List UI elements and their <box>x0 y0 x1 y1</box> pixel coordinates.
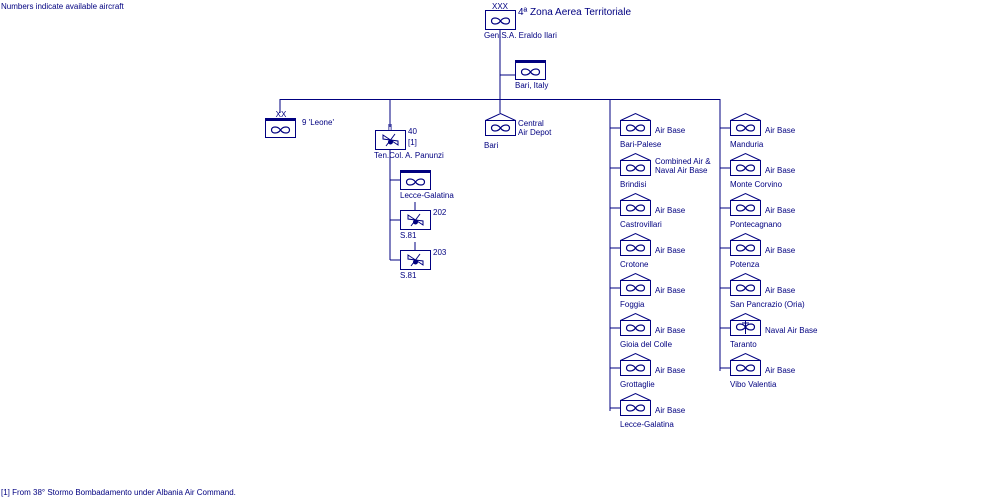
aircraft-count-note: Numbers indicate available aircraft <box>1 2 124 11</box>
wing-symbol-icon <box>520 68 541 76</box>
left-base-place: Lecce-Galatina <box>620 420 674 429</box>
depot-place: Bari <box>484 141 499 150</box>
base-roof <box>620 192 651 201</box>
airbase-icon <box>625 364 646 372</box>
bomber-dot-icon <box>388 139 393 145</box>
airbase-icon <box>625 324 646 332</box>
leone-symbol <box>265 118 296 138</box>
left-base-place: Castrovillari <box>620 220 662 229</box>
right-base-type: Naval Air Base <box>765 326 818 335</box>
right-base-type: Air Base <box>765 366 796 375</box>
airbase-icon <box>625 404 646 412</box>
right-base-type: Air Base <box>765 246 796 255</box>
left-base-type: Air Base <box>655 126 686 135</box>
left-base-type: Naval Air Base <box>655 166 708 175</box>
box-top-bar <box>265 118 296 121</box>
airbase-icon <box>735 164 756 172</box>
left-base-type: Air Base <box>655 286 686 295</box>
right-base-place: Taranto <box>730 340 757 349</box>
bomber-dot-icon <box>413 259 418 265</box>
base-roof <box>730 112 761 121</box>
right-base-place: Potenza <box>730 260 760 269</box>
left-base-type: Combined Air & <box>655 157 711 166</box>
bomber-dot-icon <box>413 219 418 225</box>
right-base-place: Monte Corvino <box>730 180 783 189</box>
depot-line2: Air Depot <box>518 128 552 137</box>
left-base-place: Foggia <box>620 300 645 309</box>
right-base-place: Pontecagnano <box>730 220 782 229</box>
left-base-place: Brindisi <box>620 180 647 189</box>
box-top-bar <box>400 170 431 173</box>
airbase-icon <box>735 284 756 292</box>
airbase-icon <box>625 124 646 132</box>
footnote: [1] From 38° Stormo Bombadamento under A… <box>1 488 236 497</box>
base-roof <box>620 312 651 321</box>
base-roof <box>620 232 651 241</box>
wing40-commander: Ten.Col. A. Panunzi <box>374 151 444 160</box>
leone-echelon-mark: XX <box>276 110 287 119</box>
base-roof <box>620 272 651 281</box>
left-base-type: Air Base <box>655 206 686 215</box>
wing40-base-symbol <box>400 170 431 190</box>
propeller-icon <box>407 214 424 226</box>
wing-symbol-icon <box>490 17 511 25</box>
left-base-type: Air Base <box>655 246 686 255</box>
airbase-icon <box>625 204 646 212</box>
airbase-icon <box>490 124 511 132</box>
base-roof <box>485 112 516 121</box>
wing40-base-label: Lecce-Galatina <box>400 191 454 200</box>
right-base-type: Air Base <box>765 206 796 215</box>
base-roof <box>620 112 651 121</box>
airbase-icon <box>625 164 646 172</box>
right-base-place: Manduria <box>730 140 764 149</box>
base-roof <box>620 152 651 161</box>
base-roof <box>620 352 651 361</box>
base-roof <box>730 152 761 161</box>
left-base-place: Crotone <box>620 260 649 269</box>
airbase-icon <box>735 124 756 132</box>
left-base-type: Air Base <box>655 406 686 415</box>
sq202-number: 202 <box>433 208 447 217</box>
right-base-place: Vibo Valentia <box>730 380 777 389</box>
box-top-bar <box>515 60 546 63</box>
hq2-symbol <box>515 60 546 80</box>
hq2-label: Bari, Italy <box>515 81 549 90</box>
base-roof <box>730 192 761 201</box>
airbase-icon <box>735 364 756 372</box>
airbase-icon <box>625 244 646 252</box>
hq-commander: Gen.S.A. Eraldo Ilari <box>484 31 557 40</box>
sq203-aircraft: S.81 <box>400 271 417 280</box>
wing-symbol-icon <box>270 126 291 134</box>
left-base-place: Grottaglie <box>620 380 655 389</box>
left-base-type: Air Base <box>655 326 686 335</box>
base-roof <box>730 272 761 281</box>
hq-echelon-mark: XXX <box>492 2 509 11</box>
base-roof <box>730 232 761 241</box>
wing40-ref: [1] <box>408 138 417 147</box>
left-base-place: Bari-Palese <box>620 140 662 149</box>
airbase-icon <box>735 204 756 212</box>
base-roof <box>730 352 761 361</box>
left-base-place: Gioia del Colle <box>620 340 673 349</box>
airbase-icon <box>625 284 646 292</box>
right-base-place: San Pancrazio (Oria) <box>730 300 805 309</box>
airbase-icon <box>735 244 756 252</box>
hq-title: 4ª Zona Aerea Territoriale <box>518 7 632 18</box>
base-roof <box>620 392 651 401</box>
leone-label: 9 'Leone' <box>302 118 334 127</box>
wing40-echelon-mark: II <box>388 123 392 132</box>
right-base-type: Air Base <box>765 126 796 135</box>
propeller-icon <box>382 134 399 146</box>
wing-symbol-icon <box>405 178 426 186</box>
left-base-type: Air Base <box>655 366 686 375</box>
wing40-number: 40 <box>408 127 417 136</box>
sq203-number: 203 <box>433 248 447 257</box>
sq202-aircraft: S.81 <box>400 231 417 240</box>
base-roof <box>730 312 761 321</box>
right-base-type: Air Base <box>765 166 796 175</box>
propeller-icon <box>407 254 424 266</box>
depot-line1: Central <box>518 119 544 128</box>
right-base-type: Air Base <box>765 286 796 295</box>
